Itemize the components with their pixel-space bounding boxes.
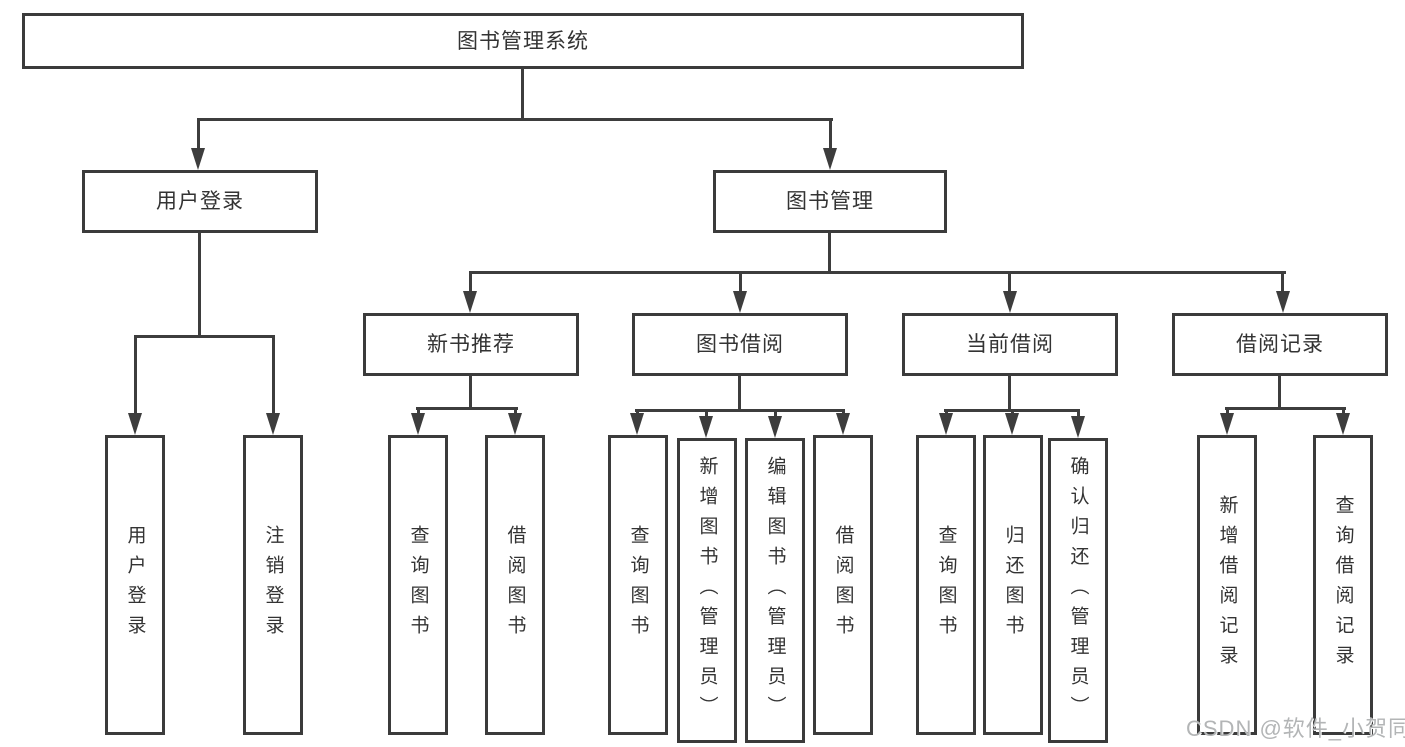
arrow-down-icon bbox=[823, 148, 837, 170]
arrow-down-icon bbox=[630, 413, 644, 435]
connector-line bbox=[705, 409, 708, 419]
leaf-confirm-return-admin-label: 确认归还（管理员） bbox=[1067, 455, 1089, 726]
node-library-system: 图书管理系统 bbox=[22, 13, 1024, 69]
csdn-watermark: CSDN @软件_小贺同学 bbox=[1186, 716, 1405, 741]
connector-line bbox=[828, 232, 831, 273]
leaf-query-books-borrow: 查询图书 bbox=[608, 435, 668, 735]
connector-line bbox=[1226, 407, 1229, 417]
connector-line bbox=[1077, 409, 1080, 419]
leaf-query-books-borrow-label: 查询图书 bbox=[627, 525, 649, 645]
connector-line bbox=[197, 118, 200, 150]
arrow-down-icon bbox=[1220, 413, 1234, 435]
leaf-add-borrow-record-label: 新增借阅记录 bbox=[1216, 495, 1238, 675]
leaf-user-login-label: 用户登录 bbox=[124, 525, 146, 645]
connector-line bbox=[469, 271, 1286, 274]
node-user-login-label: 用户登录 bbox=[156, 190, 244, 213]
arrow-down-icon bbox=[1276, 291, 1290, 313]
connector-line bbox=[417, 407, 420, 417]
connector-line bbox=[469, 375, 472, 409]
leaf-query-borrow-record: 查询借阅记录 bbox=[1313, 435, 1373, 735]
connector-line bbox=[198, 232, 201, 337]
leaf-query-books-current-label: 查询图书 bbox=[935, 525, 957, 645]
arrow-down-icon bbox=[768, 416, 782, 438]
arrow-down-icon bbox=[191, 148, 205, 170]
node-book-management: 图书管理 bbox=[713, 170, 947, 233]
leaf-add-books-admin-label: 新增图书（管理员） bbox=[696, 455, 718, 726]
leaf-query-books-recommend-label: 查询图书 bbox=[407, 525, 429, 645]
node-book-borrow-label: 图书借阅 bbox=[696, 333, 784, 356]
leaf-query-borrow-record-label: 查询借阅记录 bbox=[1332, 495, 1354, 675]
node-current-borrow: 当前借阅 bbox=[902, 313, 1118, 376]
leaf-add-borrow-record: 新增借阅记录 bbox=[1197, 435, 1257, 735]
node-user-login: 用户登录 bbox=[82, 170, 318, 233]
connector-line bbox=[1281, 271, 1284, 293]
leaf-query-books-current: 查询图书 bbox=[916, 435, 976, 735]
leaf-return-books-label: 归还图书 bbox=[1002, 525, 1024, 645]
connector-line bbox=[469, 271, 472, 293]
leaf-return-books: 归还图书 bbox=[983, 435, 1043, 735]
leaf-user-login: 用户登录 bbox=[105, 435, 165, 735]
node-book-borrow: 图书借阅 bbox=[632, 313, 848, 376]
connector-line bbox=[1225, 407, 1346, 410]
arrow-down-icon bbox=[733, 291, 747, 313]
arrow-down-icon bbox=[463, 291, 477, 313]
leaf-edit-books-admin-label: 编辑图书（管理员） bbox=[764, 455, 786, 726]
leaf-query-books-recommend: 查询图书 bbox=[388, 435, 448, 735]
arrow-down-icon bbox=[1336, 413, 1350, 435]
leaf-confirm-return-admin: 确认归还（管理员） bbox=[1048, 438, 1108, 743]
connector-line bbox=[1342, 407, 1345, 417]
arrow-down-icon bbox=[411, 413, 425, 435]
node-borrow-records-label: 借阅记录 bbox=[1236, 333, 1324, 356]
leaf-borrow-books-recommend-label: 借阅图书 bbox=[504, 525, 526, 645]
connector-line bbox=[197, 118, 833, 121]
node-library-system-label: 图书管理系统 bbox=[457, 29, 589, 53]
arrow-down-icon bbox=[266, 413, 280, 435]
node-borrow-records: 借阅记录 bbox=[1172, 313, 1388, 376]
connector-line bbox=[774, 409, 777, 419]
arrow-down-icon bbox=[1071, 416, 1085, 438]
arrow-down-icon bbox=[1005, 413, 1019, 435]
connector-line bbox=[134, 335, 275, 338]
connector-line bbox=[635, 409, 845, 412]
connector-line bbox=[134, 335, 137, 415]
node-new-book-recommend-label: 新书推荐 bbox=[427, 333, 515, 356]
connector-line bbox=[1278, 375, 1281, 409]
connector-line bbox=[521, 68, 524, 120]
arrow-down-icon bbox=[939, 413, 953, 435]
arrow-down-icon bbox=[836, 413, 850, 435]
connector-line bbox=[738, 375, 741, 411]
leaf-borrow-books: 借阅图书 bbox=[813, 435, 873, 735]
connector-line bbox=[514, 407, 517, 417]
leaf-borrow-books-label: 借阅图书 bbox=[832, 525, 854, 645]
leaf-edit-books-admin: 编辑图书（管理员） bbox=[745, 438, 805, 743]
leaf-logout: 注销登录 bbox=[243, 435, 303, 735]
leaf-logout-label: 注销登录 bbox=[262, 525, 284, 645]
leaf-borrow-books-recommend: 借阅图书 bbox=[485, 435, 545, 735]
node-new-book-recommend: 新书推荐 bbox=[363, 313, 579, 376]
connector-line bbox=[739, 271, 742, 293]
arrow-down-icon bbox=[1003, 291, 1017, 313]
node-book-management-label: 图书管理 bbox=[786, 190, 874, 213]
node-current-borrow-label: 当前借阅 bbox=[966, 333, 1054, 356]
connector-line bbox=[829, 118, 832, 150]
arrow-down-icon bbox=[128, 413, 142, 435]
connector-line bbox=[272, 335, 275, 415]
connector-line bbox=[1008, 271, 1011, 293]
connector-line bbox=[416, 407, 518, 410]
arrow-down-icon bbox=[699, 416, 713, 438]
arrow-down-icon bbox=[508, 413, 522, 435]
leaf-add-books-admin: 新增图书（管理员） bbox=[677, 438, 737, 743]
connector-line bbox=[1008, 375, 1011, 411]
